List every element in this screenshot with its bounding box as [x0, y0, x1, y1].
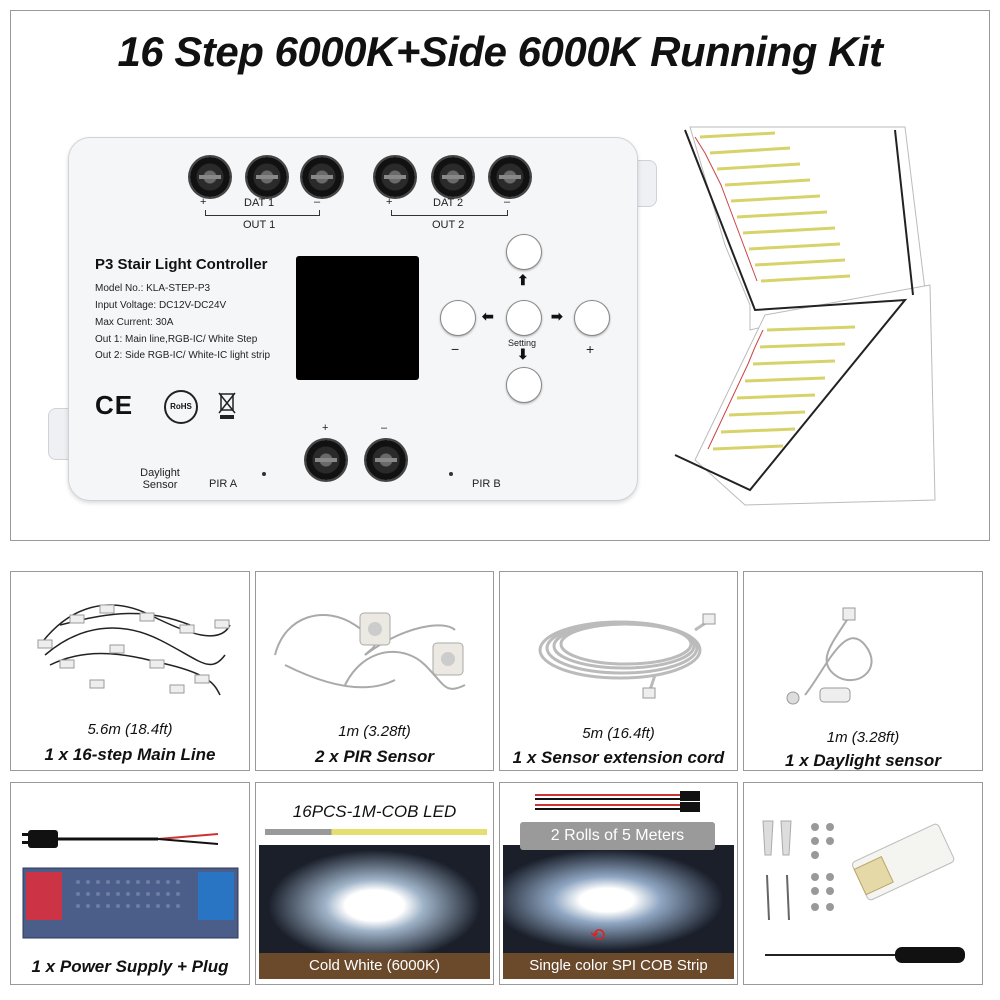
item-cell-daylight-sensor [743, 571, 983, 771]
daylight-sensor-label: 1 x Daylight sensor [785, 751, 941, 770]
setting-button[interactable] [506, 300, 542, 336]
terminal-out1-minus [302, 157, 342, 197]
spec-out1: Out 1: Main line,RGB-IC/ White Step [95, 334, 258, 345]
spi-strip-connectors-image [535, 791, 700, 812]
plus-button[interactable] [574, 300, 610, 336]
controller-display [296, 256, 419, 380]
accessories-image [762, 820, 965, 963]
pir-sensor-label: 2 x PIR Sensor [314, 747, 435, 766]
main-line-label: 1 x 16-step Main Line [44, 745, 216, 764]
terminal-out2-minus [490, 157, 530, 197]
out1-plus-label: + [200, 196, 207, 208]
page-title: 16 Step 6000K+Side 6000K Running Kit [117, 28, 883, 75]
out1-label: OUT 1 [243, 219, 276, 231]
spi-strip-rolls-label: 2 Rolls of 5 Meters [550, 827, 685, 844]
up-arrow-icon: ⬆ [517, 272, 529, 288]
spi-strip-banner: Single color SPI COB Strip [503, 953, 734, 979]
power-supply-label: 1 x Power Supply + Plug [31, 957, 229, 976]
out2-plus-label: + [386, 196, 393, 208]
main-line-length: 5.6m (18.4ft) [87, 721, 173, 738]
rohs-mark: RoHS [164, 390, 198, 424]
spec-model: Model No.: KLA-STEP-P3 [95, 283, 211, 294]
right-arrow-icon: ➡ [551, 308, 563, 324]
extension-cord-length: 5m (16.4ft) [582, 725, 655, 742]
ce-mark: CE [95, 390, 134, 420]
out2-minus-label: – [504, 196, 511, 208]
pir-b-port [449, 472, 453, 476]
out1-bracket [205, 210, 320, 216]
extension-cord-label: 1 x Sensor extension cord [512, 748, 725, 767]
rohs-text: RoHS [170, 402, 192, 411]
item-cell-extension-cord [499, 571, 738, 771]
weee-bin-icon [217, 390, 237, 420]
terminal-power-minus [366, 440, 406, 480]
cob-led-photo [259, 845, 490, 955]
cob-led-title: 16PCS-1M-COB LED [292, 802, 457, 821]
pir-a-label: PIR A [209, 478, 238, 490]
up-button[interactable] [506, 234, 542, 270]
power-supply-image [22, 830, 239, 939]
down-button[interactable] [506, 367, 542, 403]
terminal-out2-plus [375, 157, 415, 197]
cob-led-strip-sample [265, 829, 487, 835]
pir-b-label: PIR B [472, 478, 501, 490]
daylight-sensor-image [786, 607, 873, 705]
plus-button-label: + [586, 341, 595, 357]
minus-button[interactable] [440, 300, 476, 336]
left-arrow-icon: ⬅ [482, 308, 494, 324]
staircase-illustration [674, 126, 936, 506]
setting-label: Setting [508, 338, 537, 348]
out2-bracket [391, 210, 508, 216]
cob-led-banner: Cold White (6000K) [259, 953, 490, 979]
daylight-sensor-length: 1m (3.28ft) [826, 729, 900, 746]
power-plus-label: + [322, 422, 329, 434]
extension-cord-image [538, 613, 716, 699]
controller-name: P3 Stair Light Controller [95, 256, 268, 273]
power-minus-label: – [381, 422, 388, 434]
dat2-label: DAT 2 [433, 197, 464, 209]
pir-a-port [262, 472, 266, 476]
terminal-out1-plus [190, 157, 230, 197]
terminal-out1-dat [247, 157, 287, 197]
daylight-sensor-label: Daylight Sensor [140, 467, 180, 491]
pir-sensor-image [274, 612, 466, 690]
out2-label: OUT 2 [432, 219, 465, 231]
main-line-harness-image [37, 604, 231, 696]
terminal-out2-dat [433, 157, 473, 197]
minus-button-label: − [451, 341, 460, 357]
out1-minus-label: – [314, 196, 321, 208]
item-cell-main-line [10, 571, 250, 771]
spec-voltage: Input Voltage: DC12V-DC24V [95, 300, 227, 311]
spec-current: Max Current: 30A [95, 317, 174, 328]
spi-strip-rolls-tag [520, 822, 715, 850]
spi-strip-direction-arrow-icon: ⟲ [590, 925, 606, 945]
down-arrow-icon: ⬇ [517, 346, 529, 362]
terminal-power-plus [306, 440, 346, 480]
pir-sensor-length: 1m (3.28ft) [338, 723, 411, 740]
spi-strip-photo [503, 845, 734, 955]
dat1-label: DAT 1 [244, 197, 275, 209]
spec-out2: Out 2: Side RGB-IC/ White-IC light strip [95, 350, 271, 361]
